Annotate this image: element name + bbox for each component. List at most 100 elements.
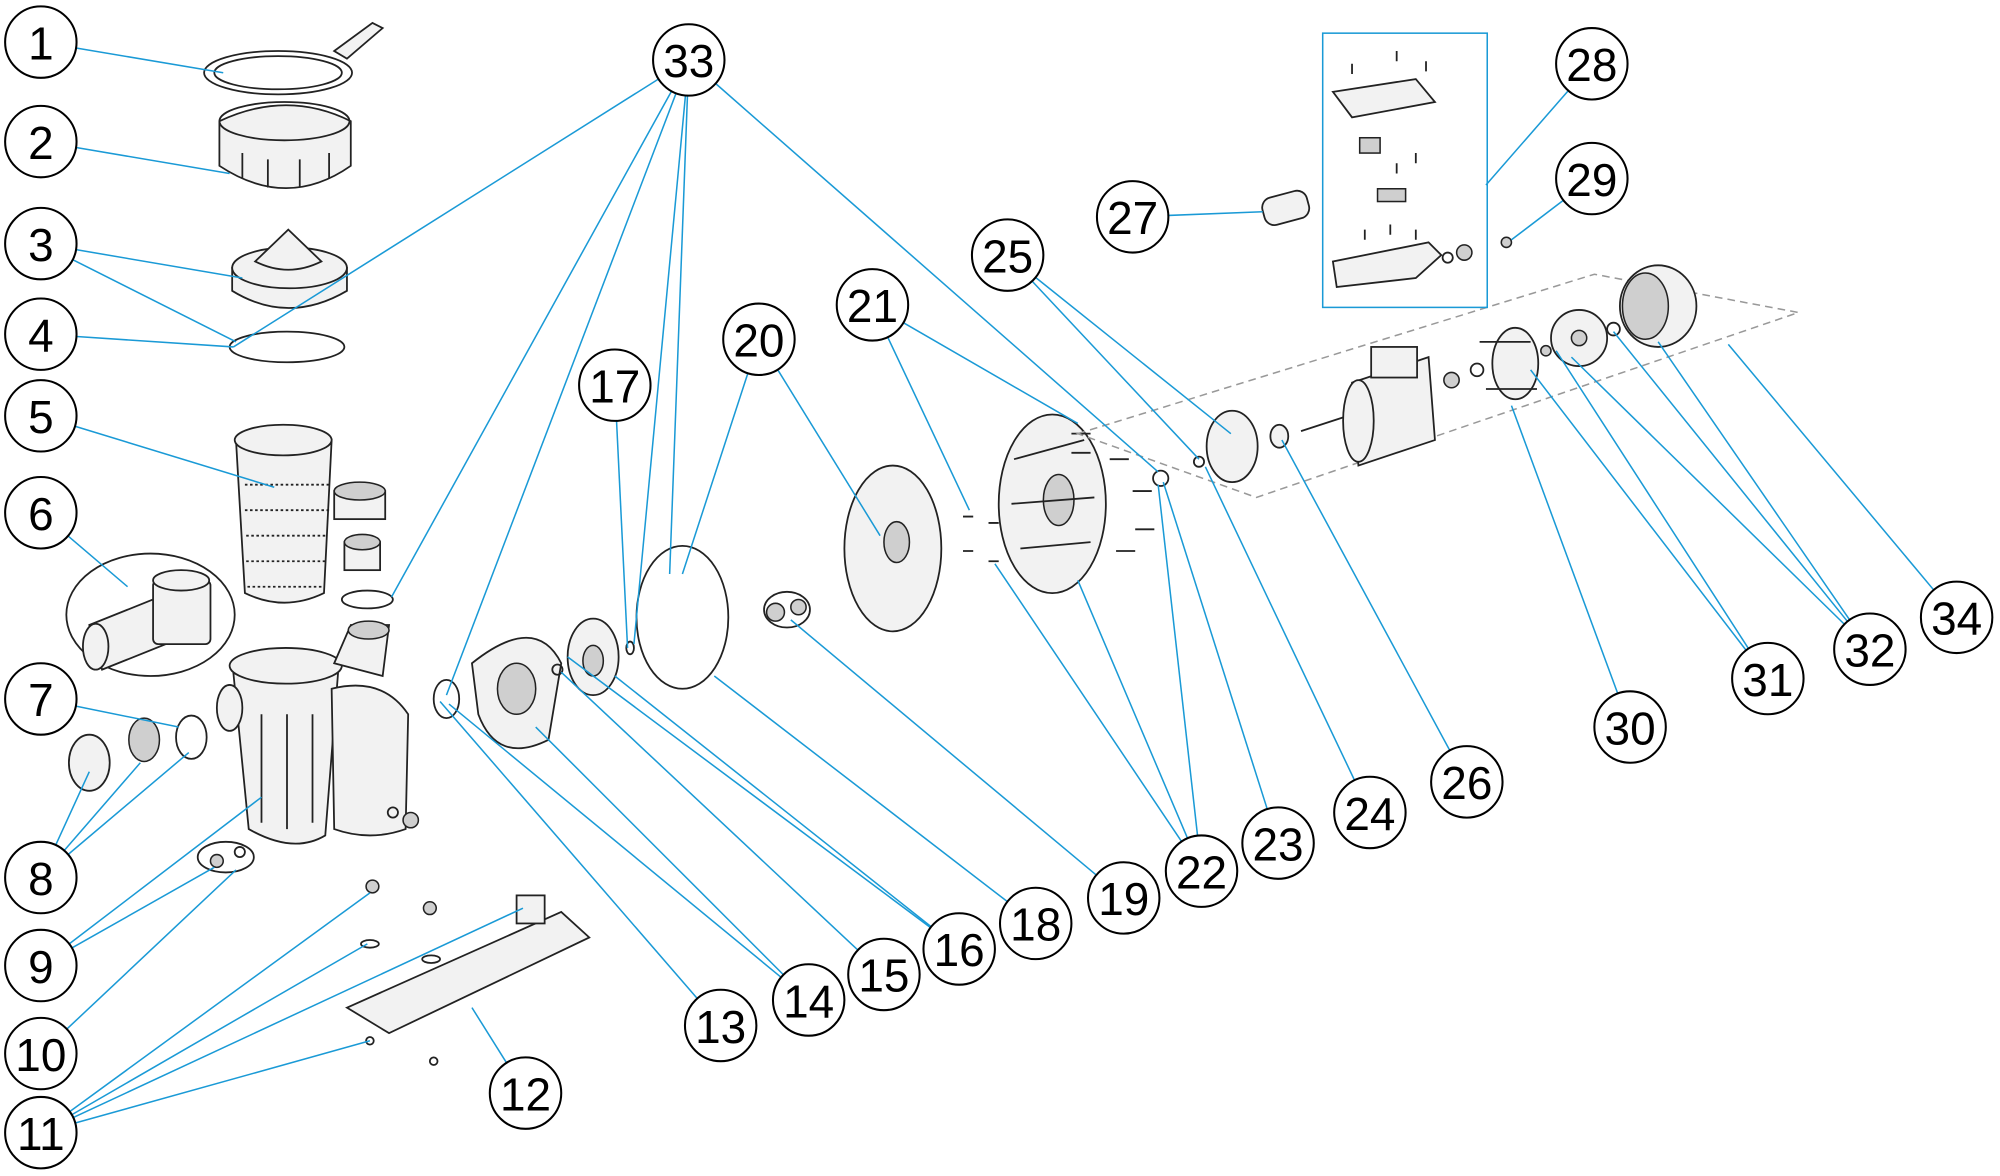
callout-circle [4,104,78,179]
leader-line-24 [1204,466,1356,781]
callout-number: 6 [28,488,54,540]
callout-number: 8 [28,853,54,905]
leader-line-20 [681,372,749,575]
callout-circle [722,302,796,377]
callout-number: 12 [500,1068,551,1120]
part-tail-pieces [65,552,236,677]
part-terminal-box [1321,32,1489,309]
callout-circle [1731,641,1805,716]
callout-19: 19 [1086,861,1161,935]
callout-number: 34 [1931,593,1982,645]
callout-number: 19 [1098,873,1149,925]
leader-line-2 [75,146,230,175]
leader-line-14 [535,726,784,976]
leader-line-32 [1657,341,1851,621]
callout-number: 25 [982,230,1033,282]
callout-number: 29 [1566,154,1617,206]
callout-circle [1164,834,1239,908]
callout-circle [1430,745,1504,819]
callout-circle [847,937,921,1012]
callout-circle [652,23,726,97]
leader-line-21 [902,322,1079,425]
callout-31: 31 [1731,641,1805,716]
part-inlet-unions [68,714,208,792]
callout-circle [4,5,78,79]
callout-number: 15 [858,950,909,1002]
callout-circle [4,379,78,453]
part-cable-gland [1500,236,1513,249]
callout-7: 7 [4,662,78,736]
callout-number: 16 [934,924,985,976]
callout-number: 5 [28,391,54,443]
leader-line-11 [71,943,368,1116]
callout-circle [4,1016,78,1091]
part-base [345,879,591,1066]
callout-33: 33 [652,23,726,97]
leader-line-20 [777,369,881,537]
callout-circle [488,1056,563,1130]
callout-1: 1 [4,5,78,79]
leader-line-4 [76,335,234,348]
leader-line-21 [887,336,971,511]
leader-line-11 [75,1040,371,1124]
part-union-set [333,481,394,610]
leader-line-27 [1168,210,1263,217]
leader-line-10 [66,869,237,1030]
callout-number: 7 [28,674,54,726]
callout-number: 18 [1010,899,1061,951]
callout-number: 28 [1566,39,1617,91]
part-lid-ring [203,21,385,96]
callout-number: 26 [1441,757,1492,809]
callout-number: 21 [847,280,898,332]
leader-line-1 [75,47,224,74]
callout-circle [922,912,996,986]
callout-14: 14 [771,963,846,1037]
callout-3: 3 [4,206,78,281]
part-motor-bracket [963,413,1170,594]
leader-line-32 [1570,356,1845,625]
leader-line-22 [994,563,1183,842]
callout-27: 27 [1095,180,1170,254]
leader-line-26 [1281,439,1451,751]
part-lid [231,228,348,309]
callout-29: 29 [1555,141,1629,216]
callout-9: 9 [4,928,78,1003]
leader-line-33 [233,78,659,348]
leader-line-19 [790,619,1097,876]
callout-number: 13 [695,1001,746,1053]
callout-10: 10 [4,1016,78,1091]
callout-number: 2 [28,117,54,169]
callout-circle [970,218,1045,292]
callout-circle [771,963,846,1037]
leader-line-22 [1157,484,1199,836]
callout-circle [1555,141,1629,216]
callout-number: 9 [28,941,54,993]
leader-line-3 [75,248,243,279]
leader-line-25 [1035,276,1232,435]
callout-number: 14 [783,975,834,1027]
callout-34: 34 [1919,580,1994,655]
callout-circle [683,988,758,1063]
leader-line-11 [69,892,371,1113]
callout-15: 15 [847,937,921,1012]
callout-23: 23 [1241,806,1315,880]
callout-number: 33 [663,35,714,87]
part-seal-o-ring [635,545,730,690]
leader-line-32 [1612,331,1849,622]
callout-number: 27 [1107,192,1158,244]
callout-22: 22 [1164,834,1239,908]
callout-28: 28 [1555,27,1629,101]
part-basket [233,423,333,604]
part-seal-plate [843,464,943,633]
leader-line-6 [67,535,129,588]
part-lid-o-ring [228,330,346,364]
leader-line-8 [55,771,90,846]
callout-circle [578,348,652,422]
leader-line-5 [74,425,275,488]
callout-circle [1593,690,1667,764]
leader-line-34 [1727,343,1935,591]
callout-8: 8 [4,840,78,915]
motor-assembly-outline [1075,273,1802,499]
callout-circle [1095,180,1170,254]
